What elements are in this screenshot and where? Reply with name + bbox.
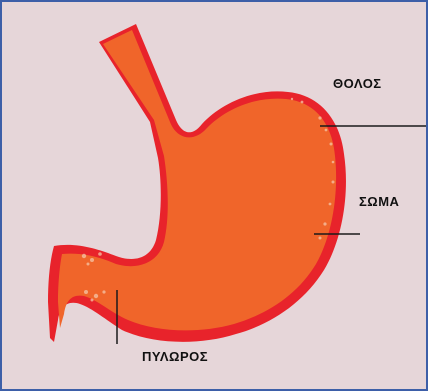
body-label: ΣΩΜΑ <box>359 194 399 209</box>
fundus-label: ΘΟΛΟΣ <box>333 76 382 91</box>
stomach-body <box>58 30 336 330</box>
pylorus-label: ΠΥΛΩΡΟΣ <box>142 349 208 364</box>
